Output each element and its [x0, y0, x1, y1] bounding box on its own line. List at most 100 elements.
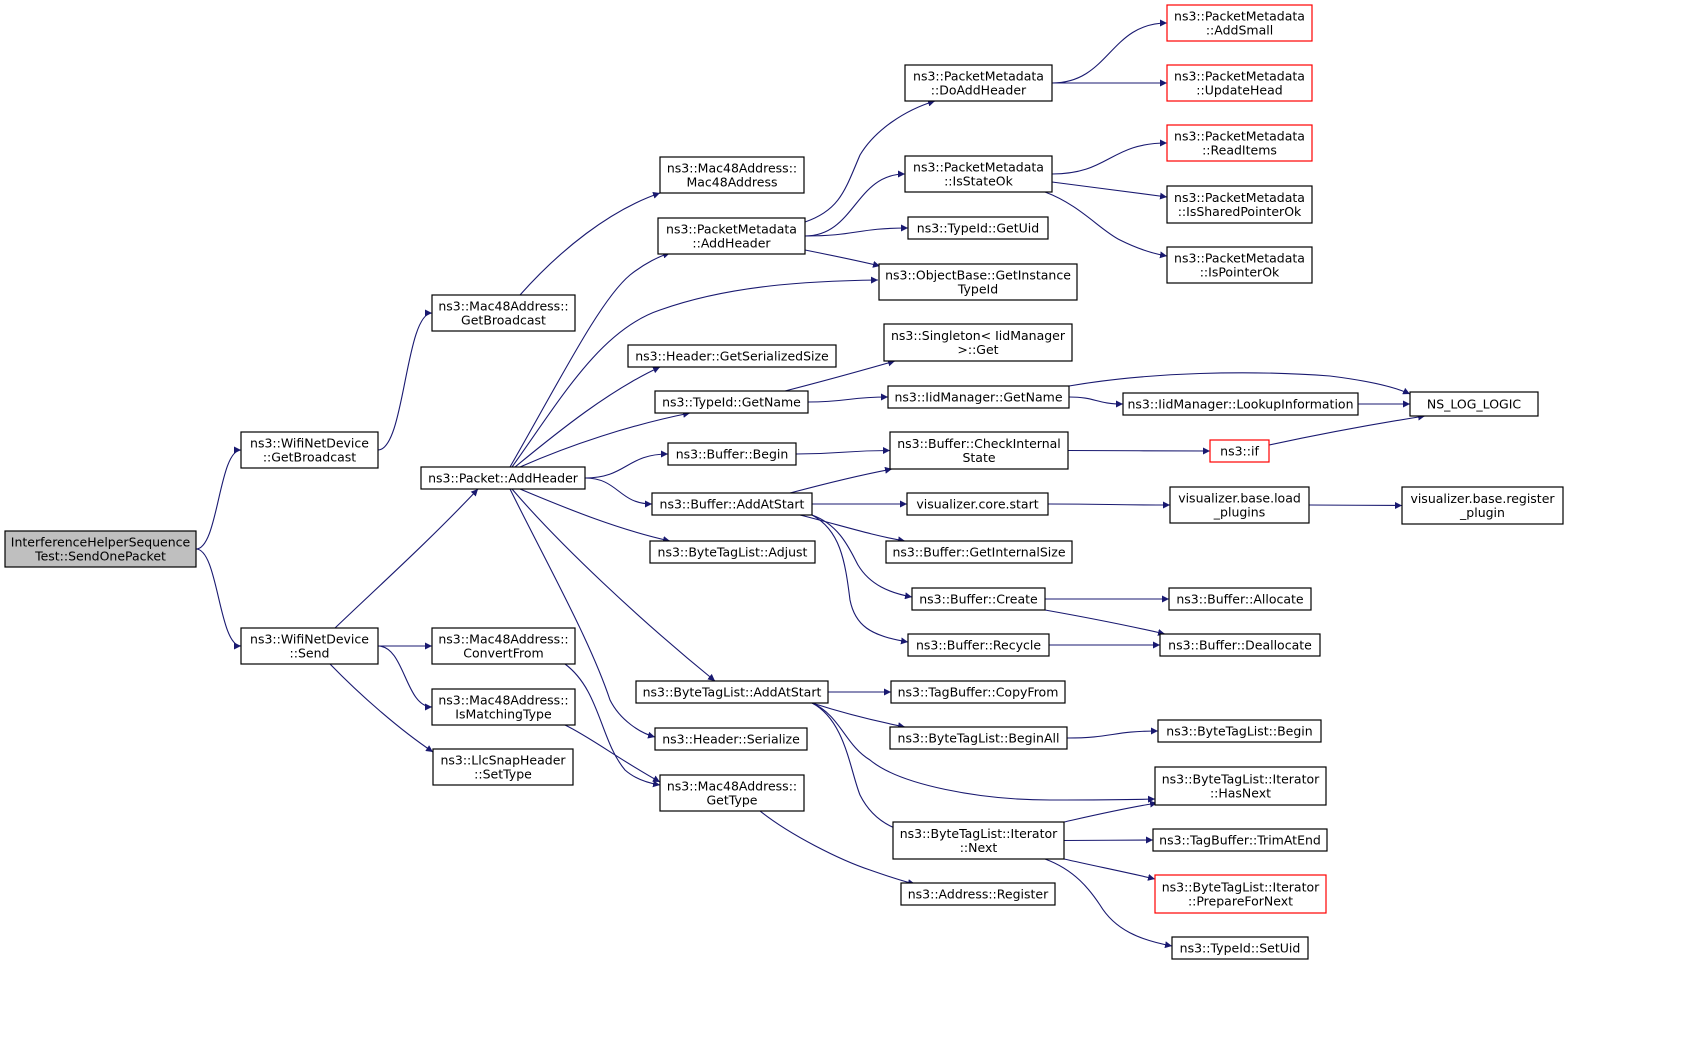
node-hdr-serialize[interactable]: ns3::Header::Serialize [654, 727, 808, 751]
node-addr-register[interactable]: ns3::Address::Register [900, 882, 1056, 906]
node-viz-core-start[interactable]: visualizer.core.start [906, 492, 1049, 516]
node-box[interactable] [1169, 486, 1310, 524]
node-btl-addatstart[interactable]: ns3::ByteTagList::AddAtStart [635, 680, 829, 704]
node-mac-getbroadcast[interactable]: ns3::Mac48Address::GetBroadcast [431, 294, 576, 332]
node-box[interactable] [1401, 486, 1564, 525]
node-box[interactable] [1157, 719, 1322, 743]
node-llc-settype[interactable]: ns3::LlcSnapHeader::SetType [432, 748, 574, 786]
node-tb-trimatend[interactable]: ns3::TagBuffer::TrimAtEnd [1152, 828, 1328, 852]
node-box[interactable] [907, 633, 1050, 657]
node-box[interactable] [1168, 587, 1312, 611]
node-box[interactable] [885, 540, 1073, 564]
node-wnd-send[interactable]: ns3::WifiNetDevice::Send [240, 627, 379, 665]
node-box[interactable] [627, 344, 837, 368]
node-pm-ispointerok[interactable]: ns3::PacketMetadata::IsPointerOk [1166, 246, 1313, 284]
node-box[interactable] [1209, 439, 1270, 463]
node-box[interactable] [420, 466, 586, 490]
node-box[interactable] [1166, 124, 1313, 162]
node-box[interactable] [4, 530, 197, 568]
node-btl-iter-hasnext[interactable]: ns3::ByteTagList::Iterator::HasNext [1154, 766, 1327, 806]
node-buf-begin[interactable]: ns3::Buffer::Begin [667, 442, 797, 466]
node-mac-ctor[interactable]: ns3::Mac48Address::Mac48Address [659, 156, 805, 194]
node-buf-allocate[interactable]: ns3::Buffer::Allocate [1168, 587, 1312, 611]
node-box[interactable] [635, 680, 829, 704]
node-pm-issharedpointerok[interactable]: ns3::PacketMetadata::IsSharedPointerOk [1166, 185, 1313, 224]
node-box[interactable] [651, 492, 813, 516]
node-box[interactable] [1122, 392, 1359, 416]
node-mac-ismatching[interactable]: ns3::Mac48Address::IsMatchingType [431, 688, 576, 726]
node-box[interactable] [1152, 828, 1328, 852]
node-box[interactable] [1166, 64, 1313, 102]
node-singleton-get[interactable]: ns3::Singleton< IidManager>::Get [883, 323, 1073, 362]
node-box[interactable] [878, 263, 1078, 301]
node-wnd-getbroadcast[interactable]: ns3::WifiNetDevice::GetBroadcast [240, 431, 379, 469]
node-pm-readitems[interactable]: ns3::PacketMetadata::ReadItems [1166, 124, 1313, 162]
node-box[interactable] [432, 748, 574, 786]
node-pm-addheader[interactable]: ns3::PacketMetadata::AddHeader [657, 217, 806, 255]
node-box[interactable] [1166, 246, 1313, 284]
node-box[interactable] [887, 385, 1070, 409]
node-box[interactable] [1409, 391, 1539, 417]
node-mac-gettype[interactable]: ns3::Mac48Address::GetType [659, 774, 805, 812]
node-box[interactable] [1154, 874, 1327, 914]
node-box[interactable] [904, 155, 1053, 193]
node-ns-log-logic[interactable]: NS_LOG_LOGIC [1409, 391, 1539, 417]
node-box[interactable] [654, 727, 808, 751]
node-btl-adjust[interactable]: ns3::ByteTagList::Adjust [649, 540, 816, 564]
node-ns3-if[interactable]: ns3::if [1209, 439, 1270, 463]
node-box[interactable] [431, 627, 576, 665]
node-hdr-getsize[interactable]: ns3::Header::GetSerializedSize [627, 344, 837, 368]
node-btl-iter-preparefornext[interactable]: ns3::ByteTagList::Iterator::PrepareForNe… [1154, 874, 1327, 914]
node-root[interactable]: InterferenceHelperSequenceTest::SendOneP… [4, 530, 197, 568]
node-pm-addsmall[interactable]: ns3::PacketMetadata::AddSmall [1166, 4, 1313, 42]
node-box[interactable] [657, 217, 806, 255]
node-box[interactable] [431, 688, 576, 726]
node-pm-isstateok[interactable]: ns3::PacketMetadata::IsStateOk [904, 155, 1053, 193]
node-box[interactable] [904, 64, 1053, 102]
node-tid-getname[interactable]: ns3::TypeId::GetName [654, 390, 809, 414]
node-iid-lookupinfo[interactable]: ns3::IidManager::LookupInformation [1122, 392, 1359, 416]
node-btl-begin[interactable]: ns3::ByteTagList::Begin [1157, 719, 1322, 743]
node-box[interactable] [654, 390, 809, 414]
node-mac-convertfrom[interactable]: ns3::Mac48Address::ConvertFrom [431, 627, 576, 665]
node-box[interactable] [911, 587, 1046, 611]
node-box[interactable] [900, 882, 1056, 906]
node-box[interactable] [659, 156, 805, 194]
node-box[interactable] [889, 431, 1069, 470]
node-viz-base-load[interactable]: visualizer.base.load_plugins [1169, 486, 1310, 524]
node-buf-recycle[interactable]: ns3::Buffer::Recycle [907, 633, 1050, 657]
node-box[interactable] [890, 680, 1066, 704]
node-viz-base-register[interactable]: visualizer.base.register_plugin [1401, 486, 1564, 525]
node-box[interactable] [883, 323, 1073, 362]
node-box[interactable] [1166, 185, 1313, 224]
node-box[interactable] [431, 294, 576, 332]
node-tid-setuid[interactable]: ns3::TypeId::SetUid [1171, 936, 1309, 960]
node-buf-create[interactable]: ns3::Buffer::Create [911, 587, 1046, 611]
node-pm-updatehead[interactable]: ns3::PacketMetadata::UpdateHead [1166, 64, 1313, 102]
node-box[interactable] [1166, 4, 1313, 42]
node-box[interactable] [906, 492, 1049, 516]
node-box[interactable] [889, 726, 1068, 750]
node-pm-doaddheader[interactable]: ns3::PacketMetadata::DoAddHeader [904, 64, 1053, 102]
node-box[interactable] [1159, 633, 1321, 657]
node-btl-iter-next[interactable]: ns3::ByteTagList::Iterator::Next [892, 821, 1065, 860]
node-tb-copyfrom[interactable]: ns3::TagBuffer::CopyFrom [890, 680, 1066, 704]
node-box[interactable] [659, 774, 805, 812]
node-box[interactable] [907, 216, 1049, 240]
node-box[interactable] [892, 821, 1065, 860]
node-buf-addatstart[interactable]: ns3::Buffer::AddAtStart [651, 492, 813, 516]
node-pkt-addheader[interactable]: ns3::Packet::AddHeader [420, 466, 586, 490]
node-iid-getname[interactable]: ns3::IidManager::GetName [887, 385, 1070, 409]
node-btl-beginall[interactable]: ns3::ByteTagList::BeginAll [889, 726, 1068, 750]
node-buf-deallocate[interactable]: ns3::Buffer::Deallocate [1159, 633, 1321, 657]
node-box[interactable] [1154, 766, 1327, 806]
node-box[interactable] [240, 627, 379, 665]
node-box[interactable] [649, 540, 816, 564]
node-buf-getinternalsize[interactable]: ns3::Buffer::GetInternalSize [885, 540, 1073, 564]
node-box[interactable] [240, 431, 379, 469]
node-box[interactable] [667, 442, 797, 466]
node-box[interactable] [1171, 936, 1309, 960]
node-tid-getuid[interactable]: ns3::TypeId::GetUid [907, 216, 1049, 240]
